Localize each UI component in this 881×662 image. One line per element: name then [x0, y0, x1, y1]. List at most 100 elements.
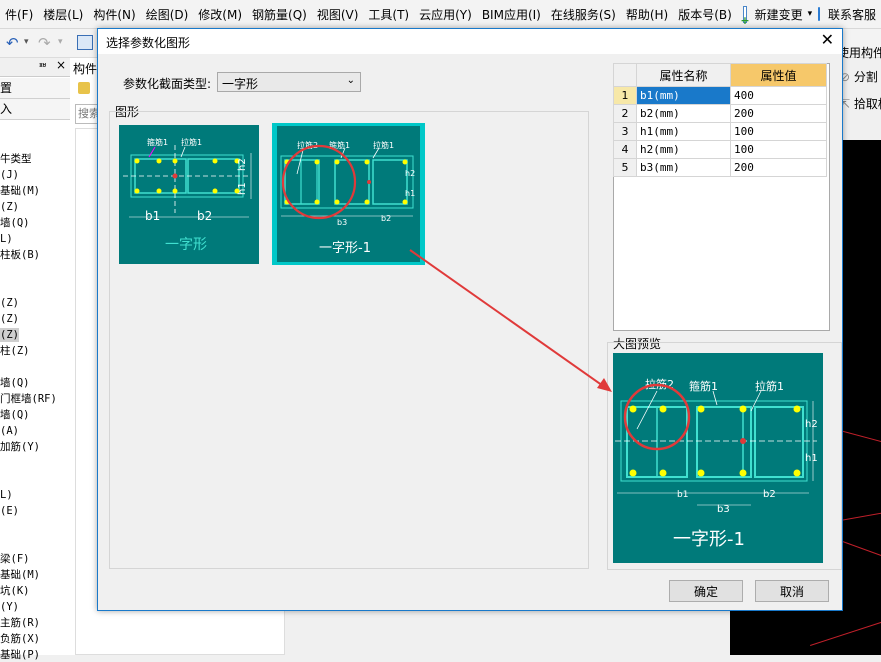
tree-item[interactable]: (J): [0, 169, 19, 181]
dim-b2: b2: [197, 209, 212, 223]
component-tree-panel: ᅖ × 置 入 牛类型 (J) 基础(M) (Z) 墙(Q) L) 柱板(B) …: [0, 58, 71, 661]
customer-service-icon: [818, 7, 820, 21]
new-component-icon[interactable]: [78, 82, 90, 94]
section-type-value: 一字形: [222, 77, 259, 91]
row-index: 4: [613, 140, 637, 159]
menu-component[interactable]: 构件(N): [93, 7, 136, 22]
selected-thumbnail-inner: 拉筋2 箍筋1 拉筋1 b3 b2 h2 h1 一字形-1: [277, 126, 420, 262]
menu-view[interactable]: 视图(V): [316, 7, 359, 22]
tree-item[interactable]: L): [0, 489, 13, 501]
figure-thumbnail-yiziXing-1[interactable]: 拉筋2 箍筋1 拉筋1 b3 b2 h2 h1 一字形-1: [272, 123, 425, 265]
menu-rebar-quantity[interactable]: 钢筋量(Q): [252, 7, 307, 22]
tree-item[interactable]: 柱板(B): [0, 249, 40, 261]
right-toolbar: 使用构件 ⊘ 分割 ⇱ 拾取构: [837, 46, 881, 140]
figure-thumbnail-yiziXing[interactable]: 箍筋1 拉筋1 b1 b2 h2 h1 一字形: [119, 125, 259, 264]
panel-title: 构件: [73, 62, 98, 76]
property-value[interactable]: 100: [730, 140, 827, 159]
dropdown-arrow-icon[interactable]: ▾: [807, 9, 813, 19]
tree-item[interactable]: 牛类型: [0, 153, 32, 165]
column-header-value: 属性值: [730, 63, 827, 87]
section-type-select[interactable]: 一字形 ⌄: [217, 72, 361, 92]
tree-item[interactable]: 主筋(R): [0, 617, 40, 629]
tree-item[interactable]: (Z): [0, 297, 19, 309]
table-row[interactable]: 1 b1(mm) 400: [613, 86, 827, 105]
tree-item[interactable]: 加筋(Y): [0, 441, 40, 453]
section-type-label: 参数化截面类型:: [123, 77, 212, 91]
property-name[interactable]: b3(mm): [636, 158, 731, 177]
calculator-icon[interactable]: [77, 35, 93, 50]
property-value[interactable]: 400: [730, 86, 827, 105]
tree-item[interactable]: 梁(F): [0, 553, 30, 565]
tree-item[interactable]: 柱(Z): [0, 345, 30, 357]
ok-button[interactable]: 确定: [669, 580, 743, 602]
panel-tab-settings[interactable]: 置: [0, 78, 70, 99]
menu-bim[interactable]: BIM应用(I): [481, 7, 541, 22]
menu-draw[interactable]: 绘图(D): [145, 7, 189, 22]
menu-modify[interactable]: 修改(M): [198, 7, 243, 22]
menu-tools[interactable]: 工具(T): [368, 7, 410, 22]
property-name[interactable]: h1(mm): [636, 122, 731, 141]
thumbnail-drawing: 箍筋1 拉筋1 b1 b2 h2 h1 一字形: [123, 137, 252, 253]
property-value[interactable]: 100: [730, 122, 827, 141]
search-placeholder: 搜索: [78, 107, 100, 120]
property-name[interactable]: b1(mm): [636, 86, 731, 105]
new-change-icon: [741, 5, 749, 27]
dim-h1: h1: [237, 182, 248, 195]
tree-item[interactable]: 门框墙(RF): [0, 393, 57, 405]
property-value[interactable]: 200: [730, 104, 827, 123]
thumbnail-name: 一字形-1: [319, 241, 371, 256]
property-name[interactable]: h2(mm): [636, 140, 731, 159]
tree-item[interactable]: 墙(Q): [0, 377, 30, 389]
table-row[interactable]: 2 b2(mm) 200: [613, 104, 827, 123]
tree-item[interactable]: (Z): [0, 313, 19, 325]
split-button[interactable]: ⊘ 分割: [840, 68, 878, 85]
table-corner: [613, 63, 637, 87]
panel-tab-input[interactable]: 入: [0, 99, 70, 120]
tree-item[interactable]: 坑(K): [0, 585, 30, 597]
tree-item[interactable]: 基础(M): [0, 185, 40, 197]
redo-icon[interactable]: ↷: [38, 34, 51, 52]
tree-item[interactable]: 基础(P): [0, 649, 40, 661]
tree-item[interactable]: (Z): [0, 201, 19, 213]
chevron-down-icon[interactable]: ▾: [58, 37, 63, 47]
property-table: 属性名称 属性值 1 b1(mm) 400 2 b2(mm) 200 3 h1(…: [613, 63, 827, 177]
menu-online-service[interactable]: 在线服务(S): [550, 7, 616, 22]
dialog-titlebar: 选择参数化图形 ✕: [98, 29, 842, 54]
row-index: 1: [613, 86, 637, 105]
table-row[interactable]: 5 b3(mm) 200: [613, 158, 827, 177]
tree-item[interactable]: (E): [0, 505, 19, 517]
property-value[interactable]: 200: [730, 158, 827, 177]
undo-icon[interactable]: ↶: [6, 34, 19, 52]
tree-item[interactable]: (Y): [0, 601, 19, 613]
thumbnail-drawing: 拉筋2 箍筋1 拉筋1 b3 b2 h2 h1 一字形-1: [280, 140, 415, 256]
menu-version[interactable]: 版本号(B): [678, 7, 732, 22]
customer-service-link[interactable]: 联系客服: [827, 7, 876, 22]
menu-help[interactable]: 帮助(H): [625, 7, 669, 22]
use-component-button[interactable]: 使用构件: [837, 46, 881, 60]
menu-file[interactable]: 件(F): [5, 7, 34, 22]
table-header-row: 属性名称 属性值: [613, 63, 827, 87]
tree-item[interactable]: 墙(Q): [0, 409, 30, 421]
new-change-menu[interactable]: 新建变更: [754, 7, 803, 22]
tree-item[interactable]: 基础(M): [0, 569, 40, 581]
tree-item-selected[interactable]: (Z): [0, 328, 19, 342]
cancel-button[interactable]: 取消: [755, 580, 829, 602]
tree-item[interactable]: L): [0, 233, 13, 245]
panel-tab-label: 置: [0, 81, 13, 95]
label-tie: 拉筋1: [755, 379, 784, 393]
menu-floor[interactable]: 楼层(L): [43, 7, 84, 22]
menu-cloud[interactable]: 云应用(Y): [419, 7, 472, 22]
tree-list: 牛类型 (J) 基础(M) (Z) 墙(Q) L) 柱板(B) (Z) (Z) …: [0, 150, 70, 661]
tree-item[interactable]: (A): [0, 425, 19, 437]
pick-button[interactable]: ⇱ 拾取构: [840, 95, 881, 112]
close-icon[interactable]: ✕: [820, 30, 834, 49]
table-row[interactable]: 3 h1(mm) 100: [613, 122, 827, 141]
property-name[interactable]: b2(mm): [636, 104, 731, 123]
chevron-down-icon[interactable]: ▾: [24, 37, 29, 47]
figure-group-label: 图形: [115, 105, 140, 119]
pin-icon[interactable]: ᅖ: [38, 63, 48, 74]
table-row[interactable]: 4 h2(mm) 100: [613, 140, 827, 159]
close-icon[interactable]: ×: [56, 58, 67, 72]
tree-item[interactable]: 墙(Q): [0, 217, 30, 229]
tree-item[interactable]: 负筋(X): [0, 633, 40, 645]
